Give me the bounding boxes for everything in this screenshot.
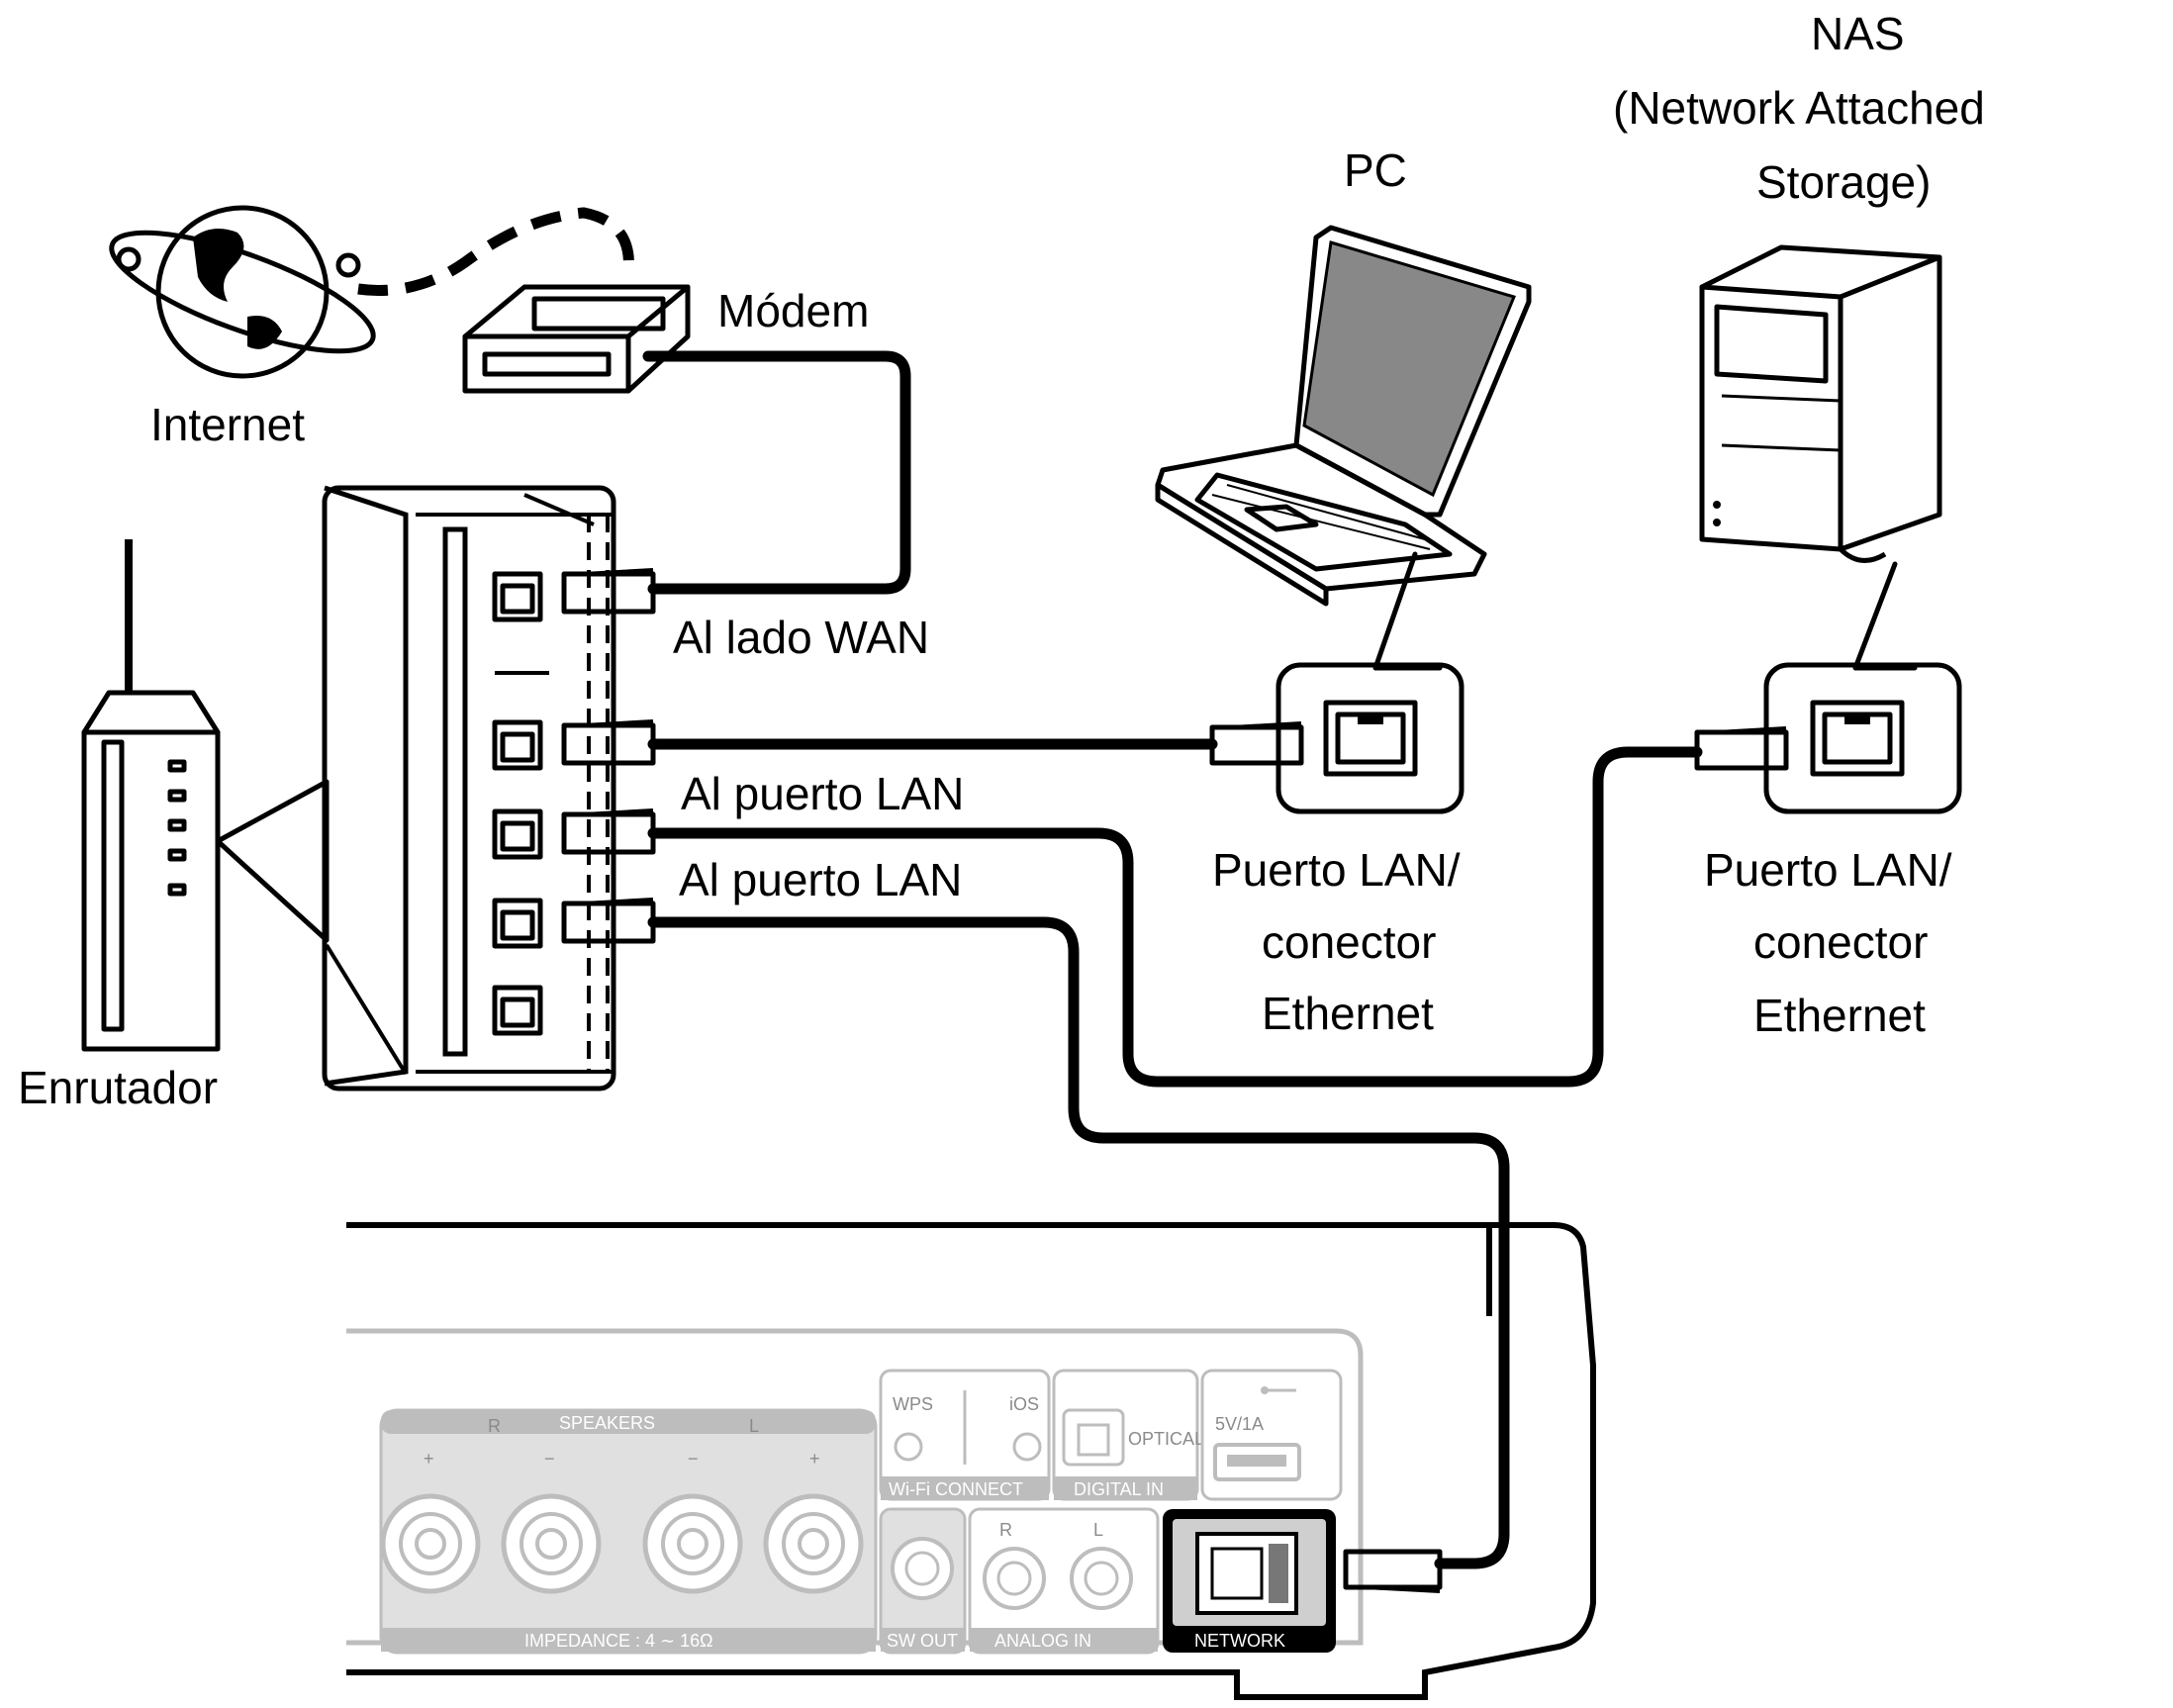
usb-power-label: 5V/1A (1215, 1414, 1264, 1434)
analog-in-block: R L ANALOG IN (968, 1507, 1160, 1655)
ethernet-plug-icon (1343, 1549, 1443, 1593)
ethernet-plug-icon (1209, 721, 1304, 766)
modem-icon (462, 284, 691, 394)
nas-port-label-line2: conector (1753, 916, 1928, 968)
speaker-terminals: SPEAKERS R L + − − + IMPEDANCE : 4 ∼ 16Ω (379, 1408, 878, 1655)
sw-out-block: SW OUT (879, 1507, 967, 1655)
ethernet-port-icon (492, 898, 543, 949)
digital-in-block: OPTICAL DIGITAL IN (1052, 1369, 1204, 1501)
pc-port-label-line1: Puerto LAN/ (1212, 844, 1461, 896)
ethernet-port-icon (492, 719, 543, 771)
pc-port-label-line2: conector (1262, 916, 1436, 968)
plus-label-1: + (424, 1449, 434, 1469)
pc-port-label-line3: Ethernet (1262, 988, 1434, 1039)
wps-label: WPS (893, 1394, 933, 1414)
nas-port-label-line1: Puerto LAN/ (1704, 844, 1952, 896)
ios-button[interactable] (1012, 1432, 1042, 1462)
optical-input[interactable] (1062, 1408, 1125, 1467)
nas-port-label-line3: Ethernet (1753, 990, 1926, 1041)
ethernet-port-icon (492, 808, 543, 860)
lan-port-label-2: Al puerto LAN (679, 854, 962, 905)
network-port-block: NETWORK (1163, 1509, 1336, 1653)
pc-lan-port-zoom (1209, 662, 1464, 814)
speaker-r-label: R (488, 1416, 501, 1436)
pc-label: PC (1344, 144, 1407, 196)
globe-icon (109, 205, 376, 379)
wireless-link-icon (357, 207, 634, 296)
sw-out-label: SW OUT (887, 1631, 958, 1651)
receiver-unit (346, 1222, 1596, 1700)
nas-label-line3: Storage) (1756, 156, 1931, 208)
laptop-icon (1155, 225, 1532, 607)
analog-in-label: ANALOG IN (994, 1631, 1091, 1651)
usb-icon (1261, 1386, 1296, 1394)
nas-lan-port-zoom (1694, 662, 1962, 814)
usb-port[interactable] (1213, 1443, 1301, 1481)
wan-side-label: Al lado WAN (673, 612, 929, 663)
modem-label: Módem (717, 285, 869, 336)
wps-button[interactable] (894, 1432, 923, 1462)
ethernet-port-icon (492, 571, 543, 622)
ethernet-plug-icon (561, 568, 656, 615)
optical-label: OPTICAL (1128, 1429, 1204, 1449)
plus-label-2: + (809, 1449, 820, 1469)
wifi-connect-block: WPS iOS Wi-Fi CONNECT (879, 1369, 1051, 1501)
nas-label-line1: NAS (1811, 8, 1905, 59)
minus-label-2: − (688, 1449, 699, 1469)
router-icon (81, 539, 221, 1052)
ios-label: iOS (1009, 1394, 1039, 1414)
router-label: Enrutador (18, 1062, 218, 1113)
internet-label: Internet (150, 399, 305, 450)
nas-server-icon (1699, 244, 1942, 563)
lan-port-label-1: Al puerto LAN (681, 768, 964, 819)
minus-label-1: − (544, 1449, 555, 1469)
impedance-label: IMPEDANCE : 4 ∼ 16Ω (524, 1631, 713, 1651)
speaker-l-label: L (749, 1416, 759, 1436)
router-rear-panel (322, 485, 656, 1091)
network-label: NETWORK (1194, 1631, 1285, 1651)
analog-r-label: R (999, 1520, 1012, 1540)
nas-label-line2: (Network Attached (1613, 82, 1985, 134)
analog-l-label: L (1093, 1520, 1103, 1540)
speakers-label: SPEAKERS (559, 1413, 655, 1433)
usb-block: 5V/1A (1200, 1369, 1343, 1501)
ethernet-port-icon (492, 985, 543, 1036)
wifi-connect-label: Wi-Fi CONNECT (889, 1479, 1023, 1499)
digital-in-label: DIGITAL IN (1074, 1479, 1164, 1499)
ethernet-plug-icon (1694, 726, 1789, 771)
